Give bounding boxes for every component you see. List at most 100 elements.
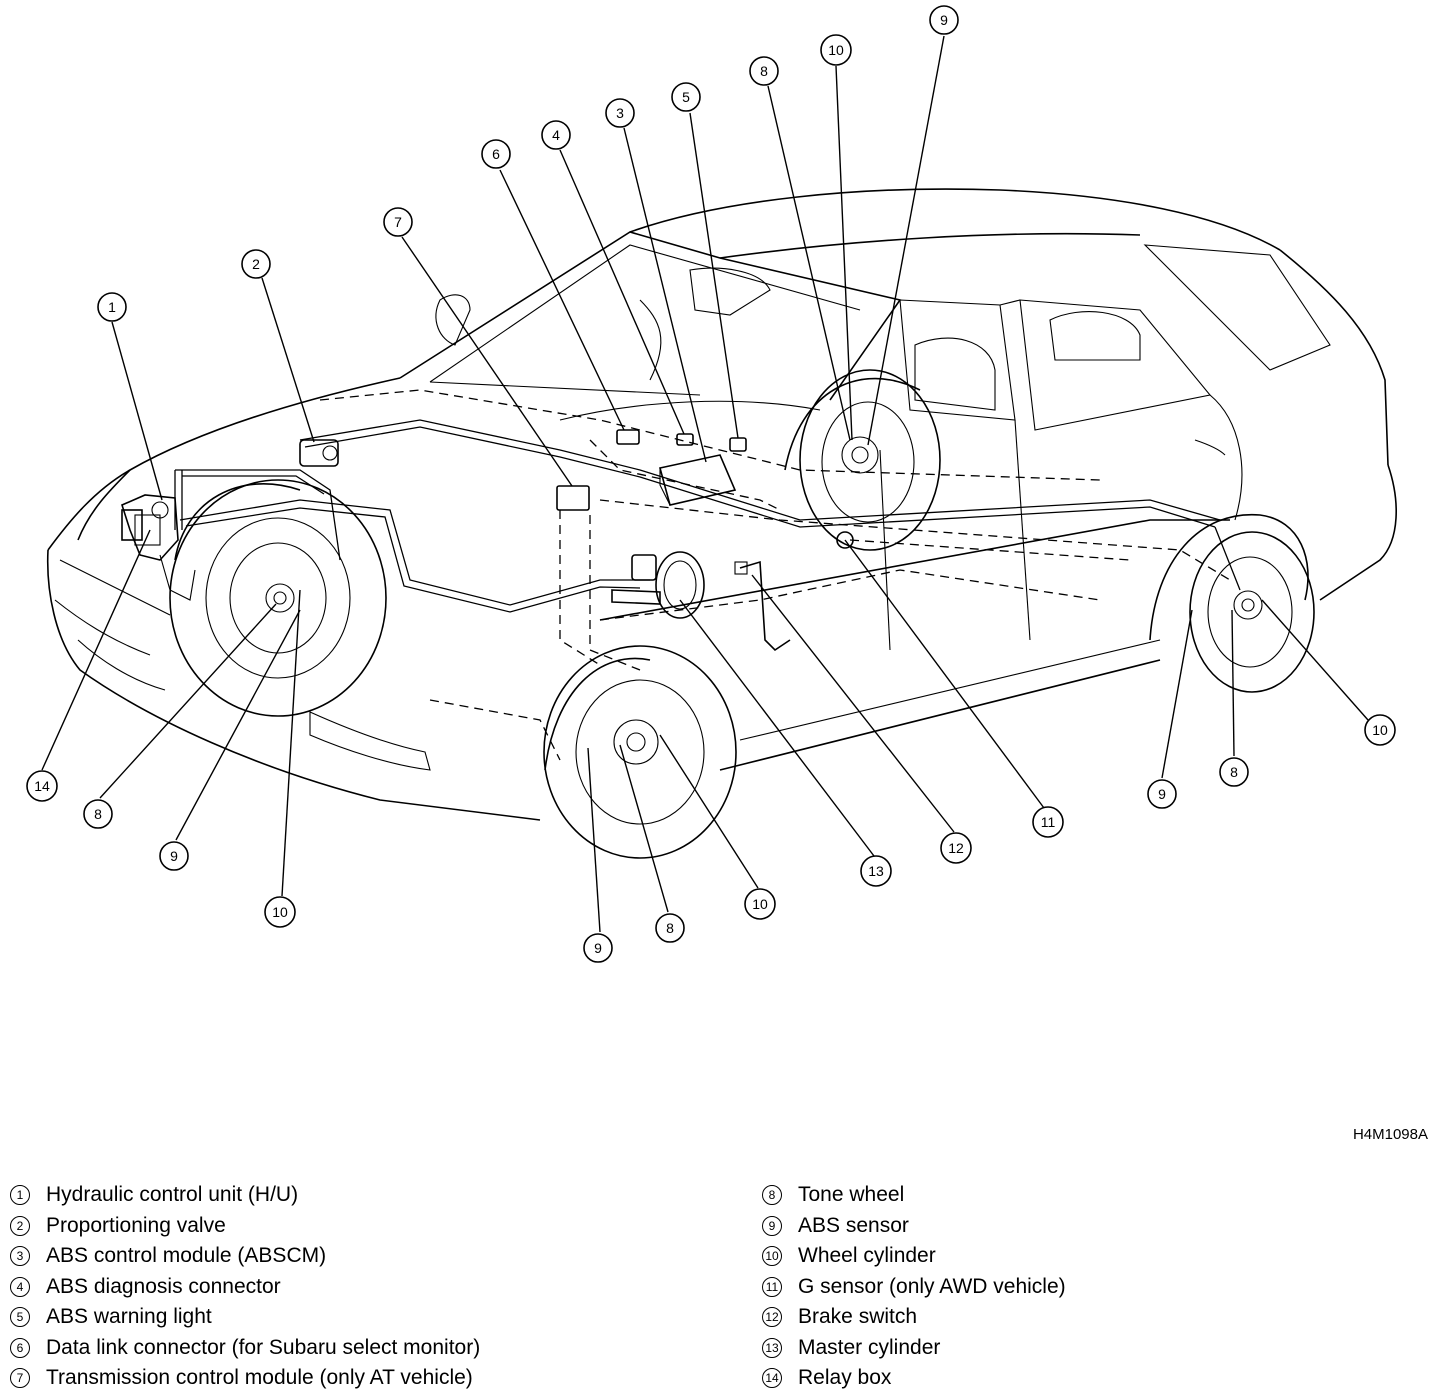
- callout-10-front-left: 10: [264, 896, 296, 928]
- component-tcm: [556, 485, 590, 511]
- legend-number: 11: [762, 1276, 782, 1297]
- callout-9-number: 9: [594, 940, 602, 956]
- callout-14: 14: [26, 770, 58, 802]
- legend-item: 1 Hydraulic control unit (H/U): [10, 1180, 480, 1211]
- legend-item: 12 Brake switch: [762, 1302, 1066, 1333]
- callout-10-rear-left: 10: [820, 34, 852, 66]
- legend-number: 4: [10, 1276, 30, 1297]
- legend-number: 7: [10, 1368, 30, 1389]
- component-relay-box: [121, 509, 143, 541]
- legend-item: 7 Transmission control module (only AT ve…: [10, 1363, 480, 1394]
- wheel-rear-left: [784, 369, 941, 551]
- legend-label: Wheel cylinder: [798, 1244, 936, 1268]
- callout-11-number: 11: [1041, 814, 1056, 830]
- callout-9-number: 9: [170, 848, 178, 864]
- callout-2: 2: [241, 249, 271, 279]
- component-g-sensor: [836, 531, 854, 549]
- callout-8-rear-left: 8: [749, 56, 779, 86]
- callout-10-number: 10: [272, 904, 288, 920]
- callout-9-rear-right: 9: [1147, 779, 1177, 809]
- callout-5-number: 5: [682, 89, 690, 105]
- callout-2-number: 2: [252, 256, 260, 272]
- component-warning-light: [729, 437, 747, 452]
- legend-label: ABS warning light: [46, 1305, 212, 1329]
- callout-10-number: 10: [828, 42, 844, 58]
- legend-right-column: 8 Tone wheel 9 ABS sensor 10 Wheel cylinder…: [762, 1180, 1066, 1394]
- callout-8-number: 8: [94, 806, 102, 822]
- callout-1-number: 1: [108, 299, 116, 315]
- wheel-rear-right: [1149, 513, 1315, 693]
- legend-number: 5: [10, 1307, 30, 1328]
- callout-12: 12: [940, 832, 972, 864]
- car-body-outline: [46, 188, 1397, 821]
- legend-number: 8: [762, 1185, 782, 1206]
- wheel-front-left: [169, 479, 387, 717]
- brake-pipes: [174, 419, 1241, 613]
- legend-number: 1: [10, 1185, 30, 1206]
- callout-11: 11: [1032, 806, 1064, 838]
- callout-4: 4: [541, 120, 571, 150]
- callout-9-rear-left: 9: [929, 5, 959, 35]
- callout-1: 1: [97, 292, 127, 322]
- legend-label: Relay box: [798, 1366, 892, 1390]
- component-master-cylinder: [611, 551, 705, 619]
- legend-label: ABS diagnosis connector: [46, 1274, 281, 1298]
- legend-label: Hydraulic control unit (H/U): [46, 1183, 299, 1207]
- callout-8-number: 8: [760, 63, 768, 79]
- callout-10-number: 10: [1372, 722, 1388, 738]
- legend-label: Tone wheel: [798, 1183, 905, 1207]
- callout-8-rear-right: 8: [1219, 757, 1249, 787]
- component-abscm: [659, 454, 737, 506]
- legend-number: 2: [10, 1215, 30, 1236]
- wiring-harness: [319, 389, 1231, 761]
- legend-label: Brake switch: [798, 1305, 918, 1329]
- callout-12-number: 12: [948, 840, 964, 856]
- callout-7-number: 7: [394, 214, 402, 230]
- figure-code: H4M1098A: [1352, 1126, 1428, 1143]
- callout-3-number: 3: [616, 105, 624, 121]
- legend-number: 12: [762, 1307, 782, 1328]
- legend-number: 10: [762, 1246, 782, 1267]
- callout-13-number: 13: [868, 863, 884, 879]
- callout-7: 7: [383, 207, 413, 237]
- legend-number: 13: [762, 1337, 782, 1358]
- legend-item: 8 Tone wheel: [762, 1180, 1066, 1211]
- legend-label: G sensor (only AWD vehicle): [798, 1274, 1066, 1298]
- legend-item: 4 ABS diagnosis connector: [10, 1272, 480, 1303]
- legend-label: Data link connector (for Subaru select m…: [46, 1335, 481, 1359]
- legend-item: 10 Wheel cylinder: [762, 1241, 1066, 1272]
- legend-number: 9: [762, 1215, 782, 1236]
- callout-4-number: 4: [552, 127, 560, 143]
- legend-label: Master cylinder: [798, 1335, 941, 1359]
- callout-10-number: 10: [752, 896, 768, 912]
- legend-number: 14: [762, 1368, 782, 1389]
- legend-number: 3: [10, 1246, 30, 1267]
- callout-14-number: 14: [34, 778, 50, 794]
- legend-item: 11 G sensor (only AWD vehicle): [762, 1272, 1066, 1303]
- component-brake-switch: [734, 560, 791, 652]
- callout-9-number: 9: [1158, 786, 1166, 802]
- legend-item: 13 Master cylinder: [762, 1333, 1066, 1364]
- leader-lines: [41, 35, 1369, 933]
- callout-9-front-right: 9: [583, 933, 613, 963]
- component-data-link: [616, 429, 640, 445]
- legend-item: 5 ABS warning light: [10, 1302, 480, 1333]
- component-proportioning-valve: [299, 439, 339, 467]
- callout-8-front-left: 8: [83, 799, 113, 829]
- legend-label: ABS sensor: [798, 1213, 909, 1237]
- abs-layout-diagram: 1 2 3 4 5 6 7 8 9 10 11 12 13 14 8 9 10 …: [26, 5, 1397, 963]
- component-hydraulic-unit: [121, 494, 196, 601]
- callout-10-rear-right: 10: [1364, 714, 1396, 746]
- callout-9-front-left: 9: [159, 841, 189, 871]
- legend-label: Transmission control module (only AT veh…: [46, 1366, 473, 1390]
- callout-10-front-right: 10: [744, 888, 776, 920]
- callout-8-number: 8: [1230, 764, 1238, 780]
- callout-3: 3: [605, 98, 635, 128]
- component-diag-connector: [676, 433, 694, 446]
- callout-9-number: 9: [940, 12, 948, 28]
- callout-8-number: 8: [666, 920, 674, 936]
